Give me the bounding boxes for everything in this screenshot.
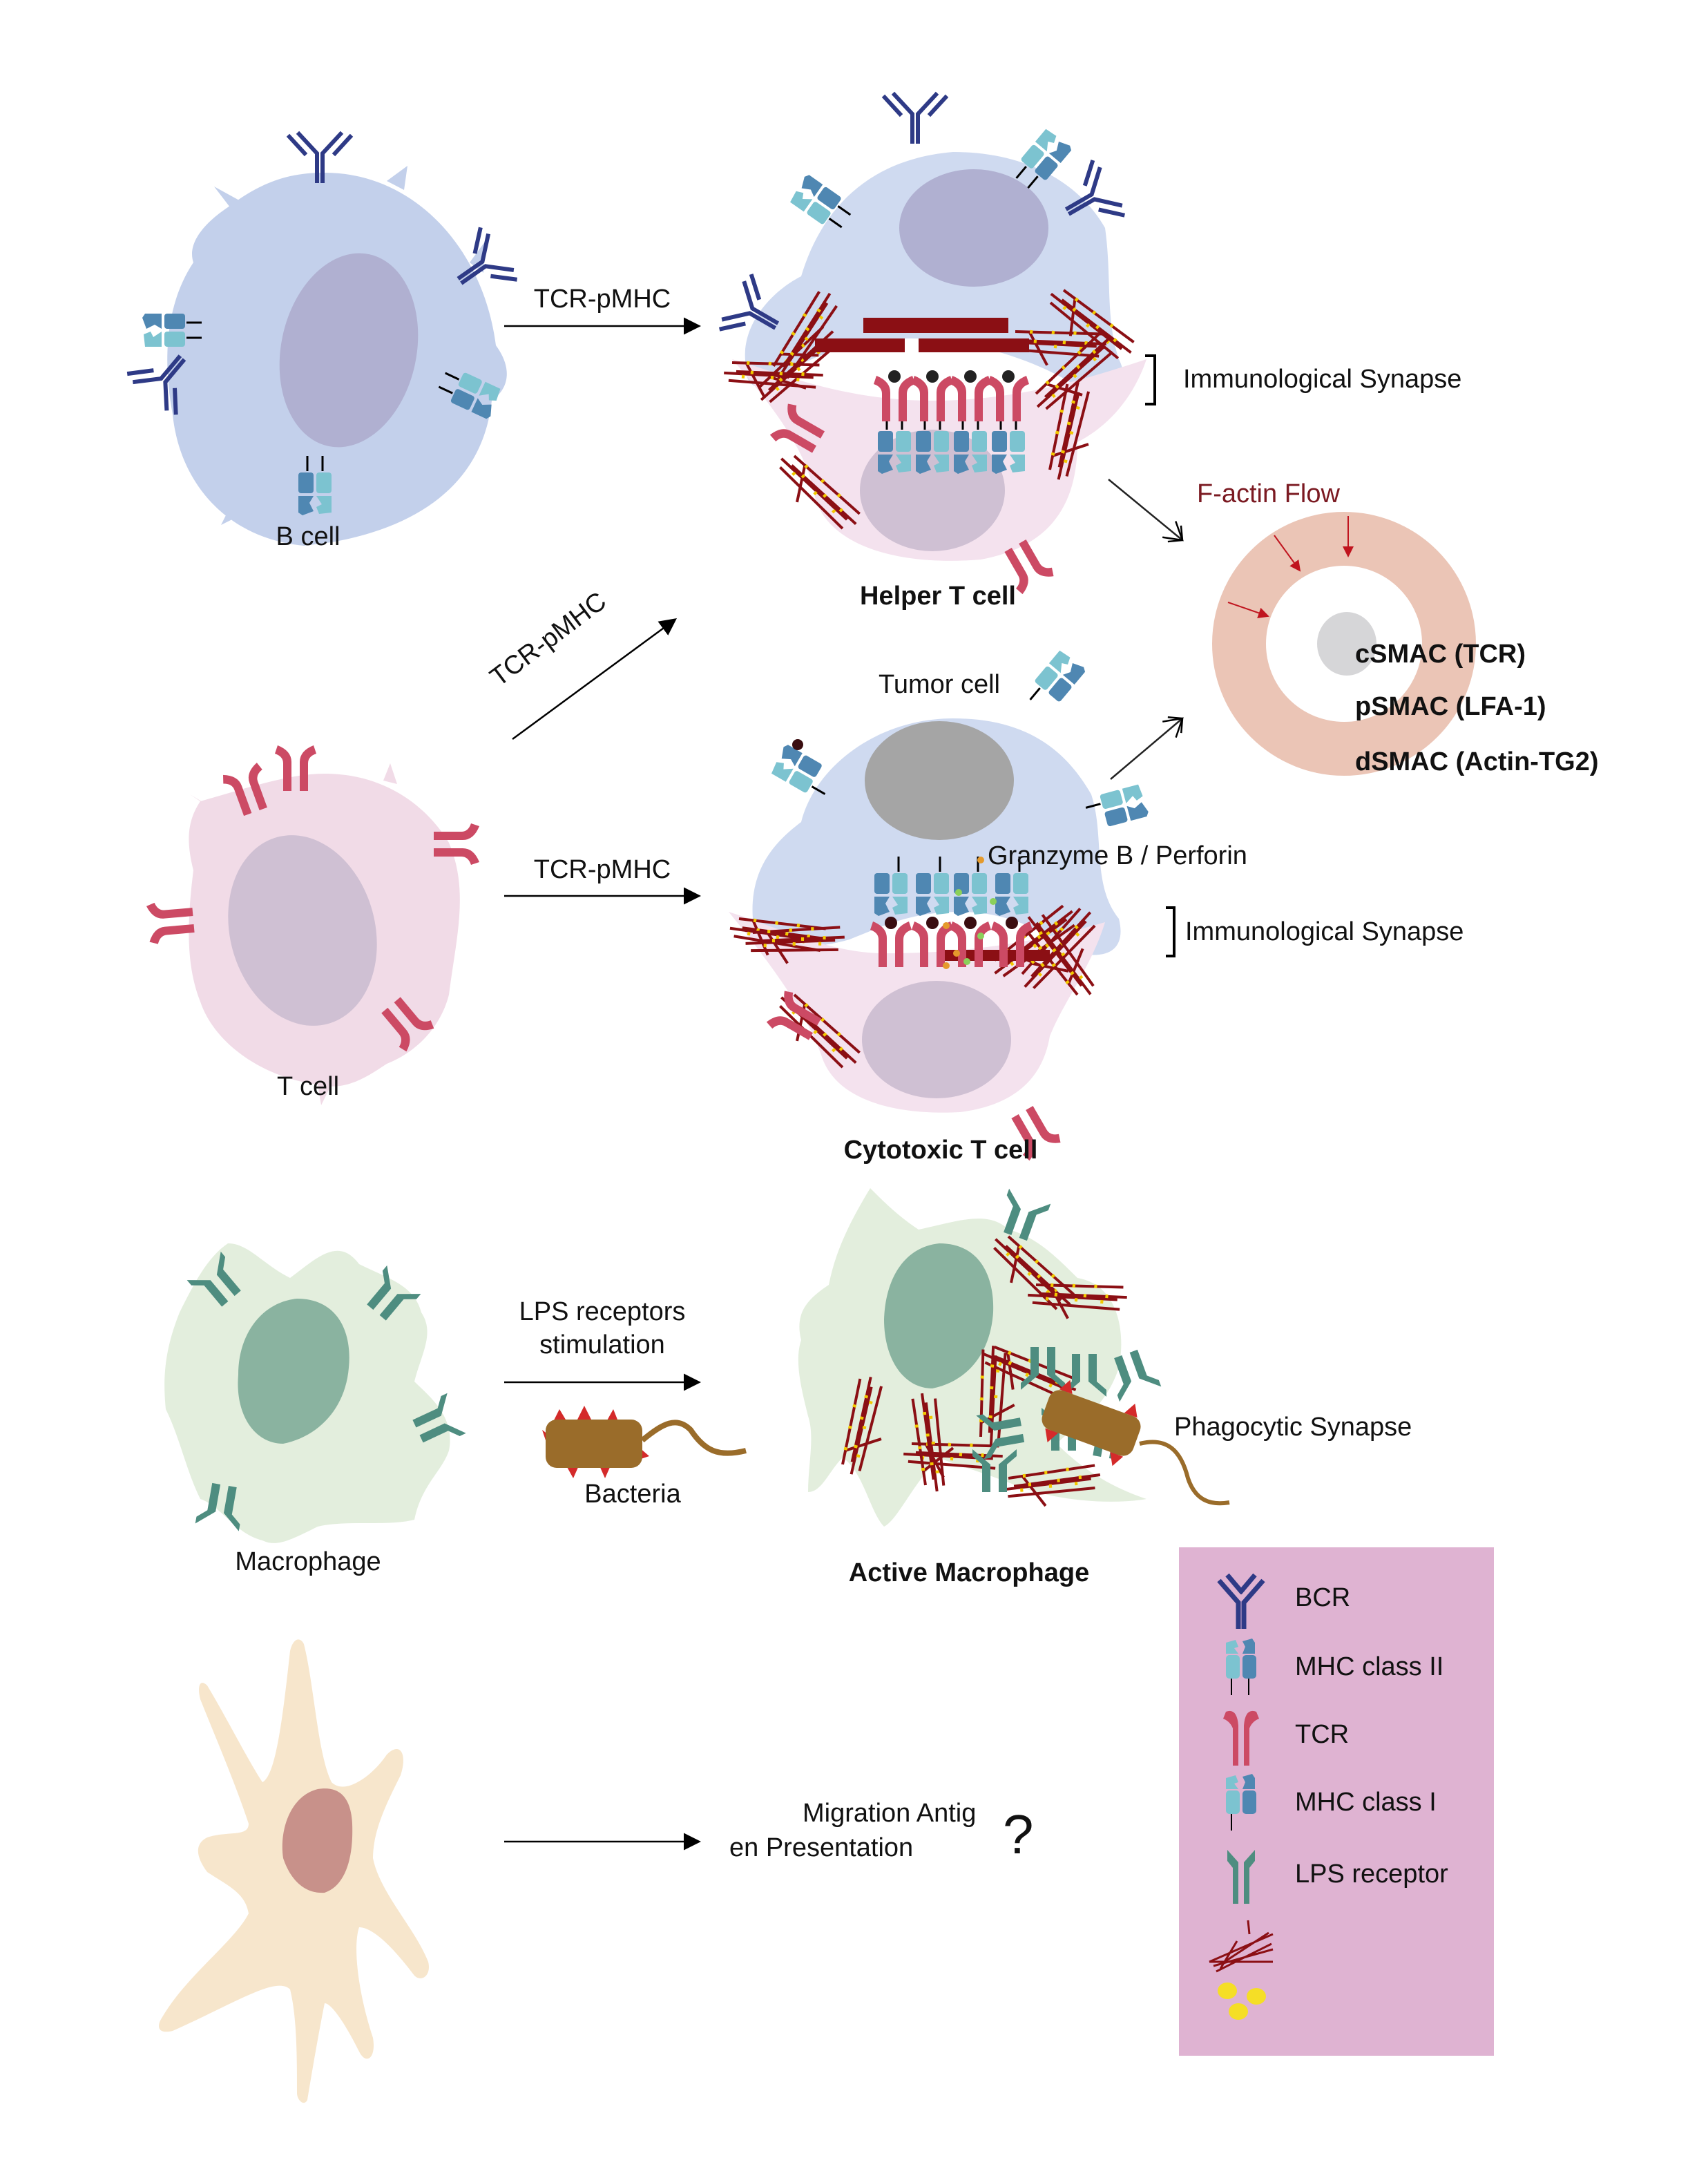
mhc-tcr-pairs [870, 855, 1033, 967]
b-cell-label: B cell [276, 522, 340, 551]
legend-item-mhc-class-ii: MHC class II [1179, 1637, 1494, 1699]
tumor-cell-label: Tumor cell [879, 670, 1000, 699]
tcr-icon [146, 899, 195, 945]
legend-box: BCR MHC class II TCR MHC class I [1179, 1547, 1494, 2056]
arrow-helper-to-smac [1108, 479, 1184, 543]
macrophage [164, 1243, 466, 1543]
synapse-bracket-1 [1145, 354, 1156, 405]
legend-label: MHC class I [1295, 1788, 1437, 1817]
cytotoxic-t-cell-synapse [727, 647, 1151, 1163]
granule-icon [1218, 1983, 1266, 2020]
helper-t-cell-label: Helper T cell [860, 582, 1016, 611]
migration-label-line1: Migration Antig [803, 1799, 977, 1828]
granzyme-granules [943, 857, 997, 969]
csmac-label: cSMAC (TCR) [1355, 640, 1526, 669]
legend-item-f-actin [1179, 1913, 1494, 1976]
mhc-class-ii-icon [1226, 1639, 1256, 1695]
tcr-pmhc-label-1: TCR-pMHC [533, 285, 671, 314]
cytotoxic-t-cell-label: Cytotoxic T cell [843, 1136, 1038, 1165]
mhc-class-i-icon [1226, 1774, 1256, 1831]
legend-item-bcr: BCR [1179, 1568, 1494, 1630]
bacteria-icon [542, 1406, 747, 1478]
legend-label: TCR [1295, 1720, 1350, 1749]
migration-label-line2: en Presentation [729, 1833, 914, 1862]
active-macrophage [798, 1188, 1230, 1527]
tcr-icon [1223, 1710, 1259, 1766]
immunological-synapse-label-1: Immunological Synapse [1183, 365, 1462, 394]
dendritic-cell-nucleus [282, 1788, 353, 1893]
legend-item-mhc-class-i: MHC class I [1179, 1773, 1494, 1835]
tcr-pmhc-label-2: TCR-pMHC [533, 855, 671, 884]
legend-item-lps-receptor: LPS receptor [1179, 1844, 1494, 1907]
smac-ring [1212, 512, 1476, 776]
macrophage-label: Macrophage [235, 1547, 381, 1576]
phagocytic-synapse-label: Phagocytic Synapse [1174, 1413, 1412, 1442]
legend-label: BCR [1295, 1583, 1351, 1612]
arrow-t-to-helper [512, 618, 678, 741]
psmac-label: pSMAC (LFA-1) [1355, 692, 1546, 721]
lps-receptor-icon [1227, 1850, 1255, 1904]
legend-label: LPS receptor [1295, 1860, 1448, 1889]
synapse-bracket-2 [1166, 906, 1176, 957]
legend-item-granules [1179, 1976, 1494, 2038]
macrophage-nucleus [238, 1299, 349, 1444]
b-cell-nucleus [279, 253, 419, 448]
smac-diagram [1212, 512, 1476, 776]
legend-label: MHC class II [1295, 1652, 1444, 1681]
granzyme-perforin-label: Granzyme B / Perforin [988, 841, 1247, 870]
t-cell-nucleus [228, 835, 377, 1026]
dsmac-label: dSMAC (Actin-TG2) [1355, 747, 1599, 776]
t-cell [146, 745, 479, 1105]
immunological-synapse-label-2: Immunological Synapse [1185, 917, 1464, 946]
helper-t-cell-synapse [719, 95, 1146, 596]
bcr-icon [1217, 1573, 1265, 1629]
b-cell [128, 134, 517, 546]
f-actin-icon [1209, 1920, 1274, 1973]
dendritic-cell [159, 1639, 429, 2103]
bacteria-label: Bacteria [584, 1480, 681, 1509]
mhc-tcr-pairs [874, 370, 1029, 475]
question-mark: ? [1003, 1804, 1034, 1865]
arrow-cytotoxic-to-smac [1110, 716, 1184, 780]
t-cell-label: T cell [276, 1072, 340, 1101]
lps-stimulation-label-line2: stimulation [539, 1330, 665, 1359]
lps-stimulation-label-line1: LPS receptors [519, 1297, 686, 1326]
legend-item-tcr: TCR [1179, 1705, 1494, 1767]
csmac-center [1317, 612, 1376, 676]
f-actin-flow-label: F-actin Flow [1197, 479, 1340, 508]
active-macrophage-label: Active Macrophage [848, 1558, 1090, 1587]
